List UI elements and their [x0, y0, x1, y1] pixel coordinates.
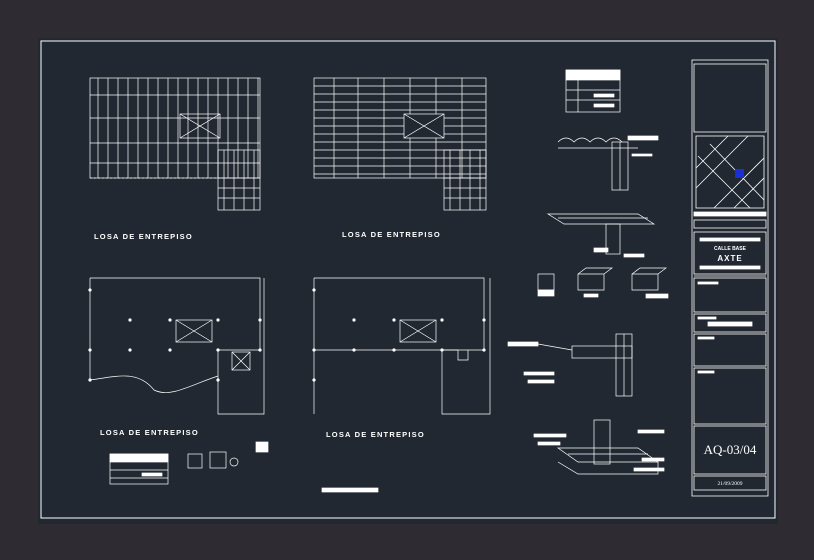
title-block	[691, 59, 769, 497]
plan-4-label: LOSA DE ENTREPISO	[326, 430, 425, 439]
sheet-date: 21/09/2009	[717, 481, 743, 487]
project-name-line-2: AXTE	[717, 254, 743, 263]
plan-2-drawing	[313, 77, 487, 211]
sheet-code: AQ-03/04	[703, 442, 757, 457]
drawing-sheet: LOSA DE ENTREPISO LOSA DE ENTREPISO LOSA…	[38, 38, 778, 524]
legend-table-top	[565, 69, 621, 113]
plan-1-label: LOSA DE ENTREPISO	[94, 232, 193, 241]
project-name-line-1: CALLE BASE	[714, 246, 746, 252]
section-details	[507, 135, 669, 475]
plan-1-drawing	[89, 77, 261, 211]
plan-2-label: LOSA DE ENTREPISO	[342, 230, 441, 239]
sheet-border	[40, 40, 776, 519]
plan-3-drawing	[88, 277, 265, 415]
plan-4-drawing	[312, 277, 491, 415]
cad-drawing	[40, 40, 776, 519]
plan-3-label: LOSA DE ENTREPISO	[100, 428, 199, 437]
legend-table-bottom	[109, 441, 379, 493]
